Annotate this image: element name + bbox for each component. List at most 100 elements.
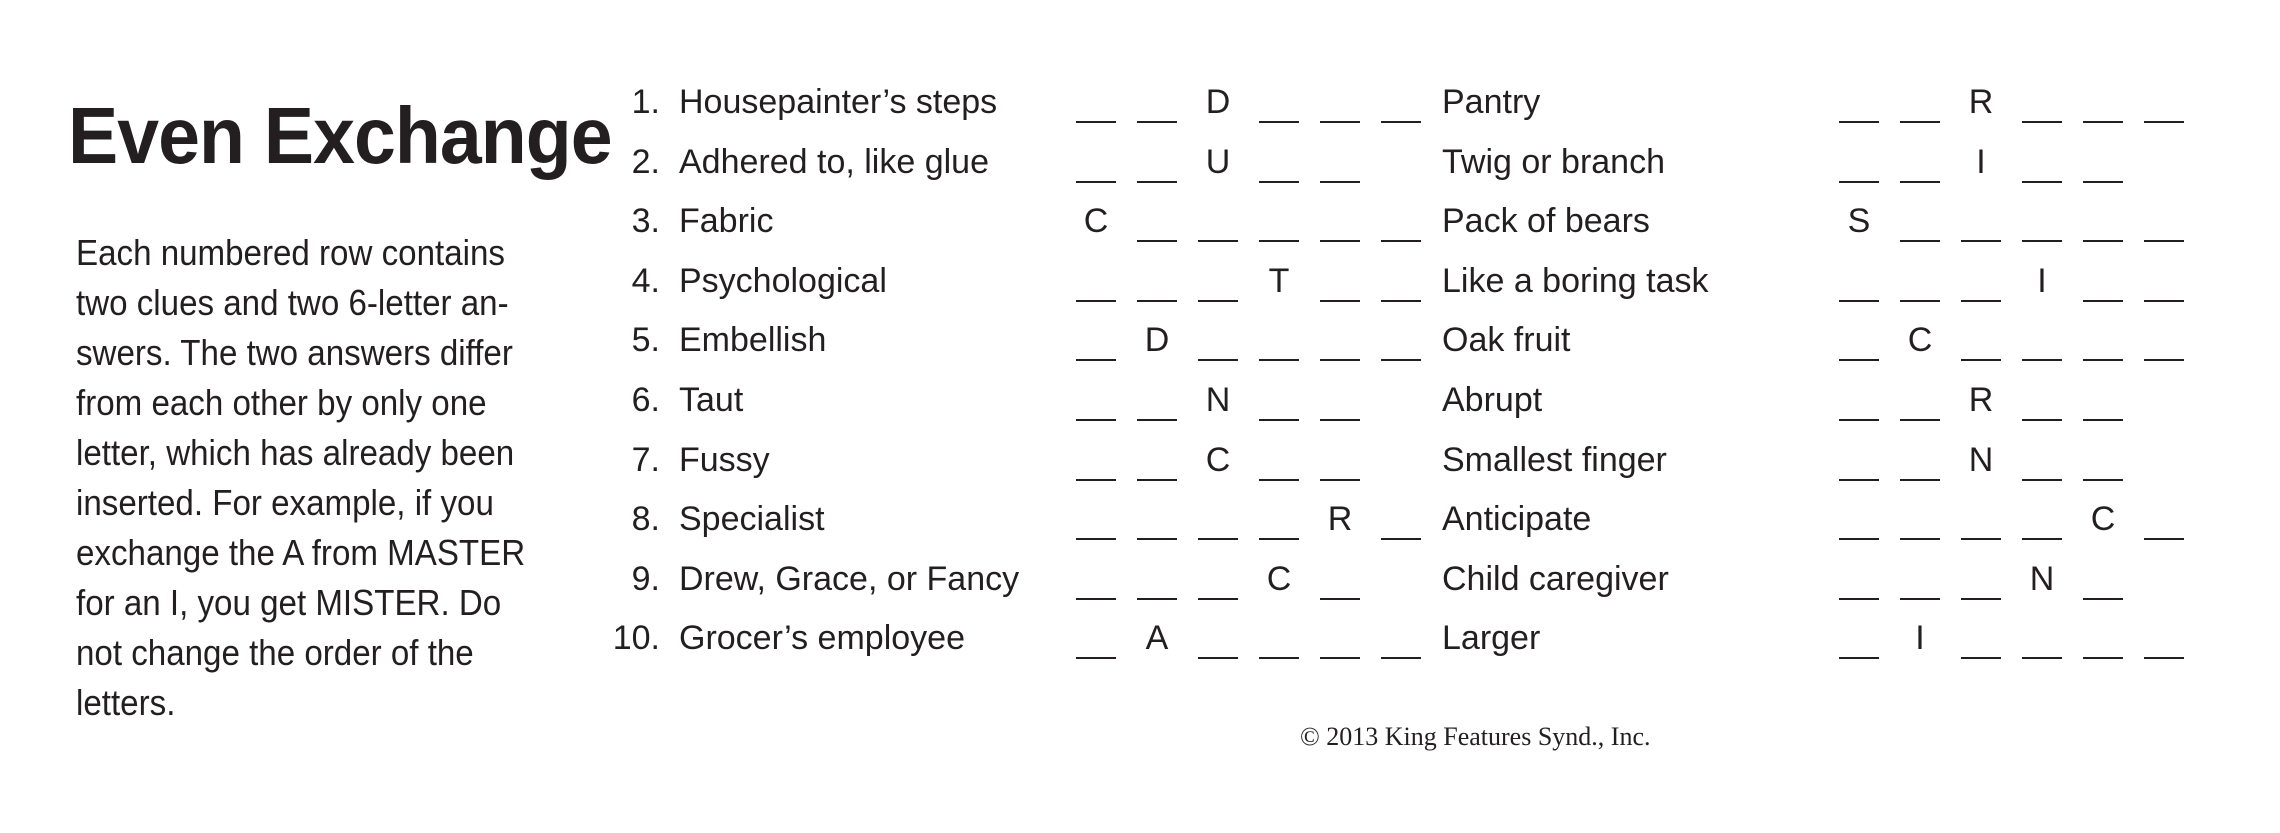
blank-slot[interactable] xyxy=(1196,614,1240,662)
blank-slot[interactable] xyxy=(2081,376,2125,424)
blank-slot[interactable] xyxy=(2142,316,2186,364)
blank-slot[interactable] xyxy=(2081,316,2125,364)
given-letter: N xyxy=(1205,380,1231,419)
blank-slot[interactable] xyxy=(1898,376,1942,424)
blank-slot[interactable] xyxy=(1837,614,1881,662)
blank-slot[interactable] xyxy=(2081,614,2125,662)
blank-slot[interactable] xyxy=(1135,436,1179,484)
given-letter: R xyxy=(1968,83,1994,121)
blank-slot[interactable] xyxy=(1837,376,1881,424)
blank-slot[interactable] xyxy=(1074,78,1118,126)
blank-slot[interactable] xyxy=(1379,614,1423,662)
blank-slot[interactable] xyxy=(1135,257,1179,305)
blank-slot[interactable] xyxy=(1837,257,1881,305)
blank-slot[interactable] xyxy=(1318,614,1362,662)
blank-slot[interactable] xyxy=(1837,555,1881,603)
blank-slot[interactable] xyxy=(1318,138,1362,186)
blank-slot[interactable] xyxy=(1318,376,1362,424)
blank-slot[interactable] xyxy=(1379,316,1423,364)
blank-slot[interactable] xyxy=(1959,555,2003,603)
blank-slot[interactable] xyxy=(2142,78,2186,126)
blank-slot[interactable] xyxy=(1379,197,1423,245)
blank-slot[interactable] xyxy=(1196,316,1240,364)
blank-slot[interactable] xyxy=(1257,138,1301,186)
blank-slot[interactable] xyxy=(2142,257,2186,305)
blank-slot[interactable] xyxy=(1318,257,1362,305)
blank-slot[interactable] xyxy=(1135,555,1179,603)
blank-slot[interactable] xyxy=(1379,257,1423,305)
blank-slot[interactable] xyxy=(2081,78,2125,126)
blank-slot[interactable] xyxy=(1959,614,2003,662)
blank-slot[interactable] xyxy=(2081,436,2125,484)
blank-slot[interactable] xyxy=(1959,197,2003,245)
blank-slot[interactable] xyxy=(1074,614,1118,662)
blank-slot[interactable] xyxy=(1837,495,1881,543)
blank-slot[interactable] xyxy=(2020,138,2064,186)
blank-slot[interactable] xyxy=(2142,495,2186,543)
blank-slot[interactable] xyxy=(2081,138,2125,186)
blank-slot[interactable] xyxy=(2081,197,2125,245)
left-clue: Embellish xyxy=(679,321,827,360)
blank-slot[interactable] xyxy=(2020,78,2064,126)
instructions-text: Each numbered row contains two clues and… xyxy=(76,232,526,723)
blank-slot[interactable] xyxy=(1196,555,1240,603)
blank-slot[interactable] xyxy=(1379,78,1423,126)
blank-slot[interactable] xyxy=(1135,138,1179,186)
blank-slot[interactable] xyxy=(1318,555,1362,603)
blank-slot[interactable] xyxy=(1196,495,1240,543)
blank-slot[interactable] xyxy=(1898,78,1942,126)
blank-slot[interactable] xyxy=(1959,257,2003,305)
blank-slot[interactable] xyxy=(1837,78,1881,126)
blank-slot[interactable] xyxy=(1257,436,1301,484)
blank-slot[interactable] xyxy=(1898,197,1942,245)
blank-slot[interactable] xyxy=(1898,555,1942,603)
blank-slot[interactable] xyxy=(2142,614,2186,662)
blank-slot[interactable] xyxy=(1257,78,1301,126)
blank-slot[interactable] xyxy=(1196,257,1240,305)
blank-slot[interactable] xyxy=(2020,495,2064,543)
blank-slot[interactable] xyxy=(1837,316,1881,364)
blank-slot[interactable] xyxy=(1074,316,1118,364)
blank-slot[interactable] xyxy=(1257,614,1301,662)
blank-slot[interactable] xyxy=(1379,495,1423,543)
blank-slot[interactable] xyxy=(2020,614,2064,662)
blank-slot[interactable] xyxy=(1074,495,1118,543)
blank-slot[interactable] xyxy=(2020,436,2064,484)
blank-slot[interactable] xyxy=(1898,138,1942,186)
blank-slot[interactable] xyxy=(1074,257,1118,305)
blank-slot[interactable] xyxy=(1837,436,1881,484)
blank-slot[interactable] xyxy=(1135,78,1179,126)
blank-slot[interactable] xyxy=(2020,197,2064,245)
blank-slot[interactable] xyxy=(2142,197,2186,245)
blank-slot[interactable] xyxy=(1898,436,1942,484)
left-clue: Specialist xyxy=(679,500,825,539)
blank-slot[interactable] xyxy=(1257,197,1301,245)
blank-slot[interactable] xyxy=(1318,197,1362,245)
blank-slot[interactable] xyxy=(2081,555,2125,603)
blank-slot[interactable] xyxy=(1074,376,1118,424)
blank-slot[interactable] xyxy=(1074,555,1118,603)
blank-slot[interactable] xyxy=(1135,376,1179,424)
blank-slot[interactable] xyxy=(1959,316,2003,364)
blank-slot[interactable] xyxy=(1135,197,1179,245)
blank-slot[interactable] xyxy=(2081,257,2125,305)
blank-slot[interactable] xyxy=(1074,436,1118,484)
blank-slot[interactable] xyxy=(1196,197,1240,245)
blank-slot[interactable] xyxy=(1257,316,1301,364)
blank-slot[interactable] xyxy=(1959,495,2003,543)
blank-slot[interactable] xyxy=(1257,495,1301,543)
blank-slot[interactable] xyxy=(1898,495,1942,543)
blank-slot[interactable] xyxy=(1257,376,1301,424)
blank-slot[interactable] xyxy=(1318,78,1362,126)
blank-slot[interactable] xyxy=(1135,495,1179,543)
blank-slot[interactable] xyxy=(1898,257,1942,305)
blank-slot[interactable] xyxy=(2020,376,2064,424)
given-letter: I xyxy=(1976,142,1986,181)
blank-slot[interactable] xyxy=(2020,316,2064,364)
blank-slot[interactable] xyxy=(1318,316,1362,364)
blank-slot[interactable] xyxy=(1074,138,1118,186)
blank-slot[interactable] xyxy=(1318,436,1362,484)
row-number: 1. xyxy=(631,83,660,121)
blank-slot[interactable] xyxy=(1837,138,1881,186)
